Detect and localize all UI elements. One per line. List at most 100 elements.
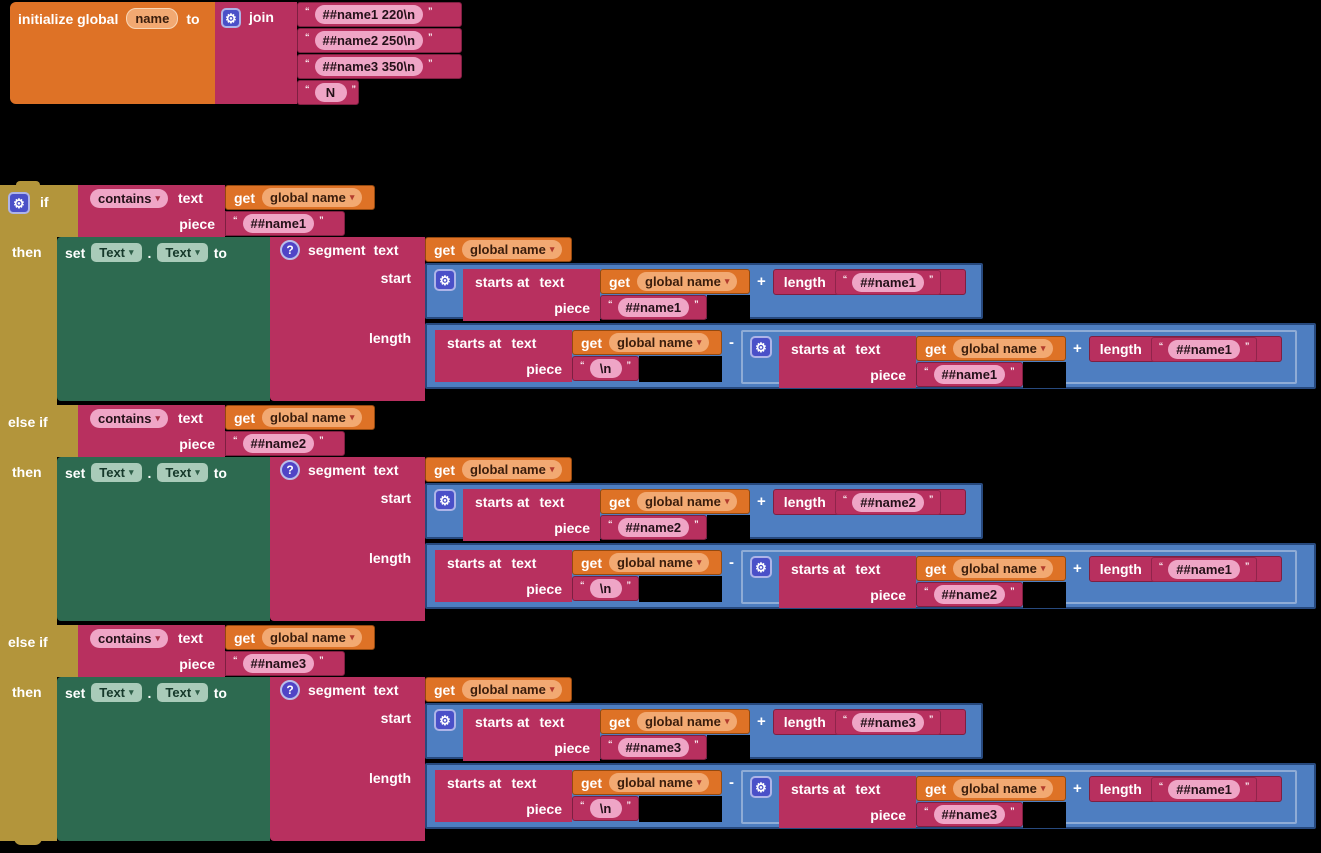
text-string-block[interactable]: “ ##name1 220\n ” (297, 2, 462, 27)
text-string-block[interactable]: “ ##name3 ” (600, 735, 707, 760)
text-field[interactable]: ##name2 (617, 518, 690, 537)
variable-dropdown[interactable]: global name▾ (262, 628, 363, 647)
variable-dropdown[interactable]: global name▾ (262, 188, 363, 207)
starts-at-block[interactable]: starts at text get global name▾ (779, 556, 1066, 608)
variable-dropdown[interactable]: global name▾ (953, 339, 1054, 358)
text-string-block[interactable]: “ ##name1 ” (600, 295, 707, 320)
if-else-block[interactable]: ⚙ if contains▾ text get global name▾ (0, 181, 1316, 845)
help-icon[interactable]: ? (280, 240, 300, 260)
text-field[interactable]: \n (589, 359, 622, 378)
join-block[interactable]: ⚙ join (215, 2, 297, 104)
get-variable-block[interactable]: get global name▾ (916, 336, 1066, 361)
text-field[interactable]: ##name1 (242, 214, 315, 233)
text-string-block[interactable]: “ ##name2 ” (600, 515, 707, 540)
text-string-block[interactable]: “ ##name1 ” (1150, 336, 1258, 362)
variable-dropdown[interactable]: global name▾ (637, 492, 738, 511)
set-property-block[interactable]: set Text▾ . Text▾ to (57, 677, 270, 841)
mutator-gear-icon[interactable]: ⚙ (221, 8, 241, 28)
text-string-block[interactable]: “ ##name1 ” (834, 269, 942, 295)
text-string-block[interactable]: “ ##name1 ” (1150, 776, 1258, 802)
variable-dropdown[interactable]: global name▾ (637, 272, 738, 291)
variable-dropdown[interactable]: global name▾ (609, 333, 710, 352)
mutator-gear-icon2[interactable]: ⚙ (750, 336, 772, 358)
minus-block[interactable]: starts at text get global name▾ (425, 543, 1316, 609)
text-string-block[interactable]: “ ##name3 ” (834, 709, 942, 735)
text-field[interactable]: ##name3 (242, 654, 315, 673)
starts-at-block[interactable]: starts at text get global name▾ (463, 269, 750, 321)
contains-block[interactable]: contains▾ text get global name▾ piece (78, 405, 375, 457)
variable-dropdown[interactable]: global name▾ (462, 680, 563, 699)
if-keyword-cell[interactable]: else if (0, 625, 78, 677)
component-dropdown[interactable]: Text▾ (91, 243, 142, 262)
get-variable-block[interactable]: get global name▾ (225, 405, 375, 430)
segment-block[interactable]: ? segment text get global name▾ start (270, 677, 1316, 841)
minus-block[interactable]: starts at text get global name▾ (425, 763, 1316, 829)
mutator-gear-icon[interactable]: ⚙ (8, 192, 30, 214)
text-string-block[interactable]: “ ##name1 ” (916, 362, 1023, 387)
text-string-block[interactable]: “ ##name1 ” (225, 211, 345, 236)
text-field[interactable]: ##name1 (1168, 779, 1240, 799)
string-op-dropdown[interactable]: contains▾ (90, 408, 168, 428)
text-string-block[interactable]: “ \n ” (572, 796, 639, 821)
segment-block[interactable]: ? segment text get global name▾ start (270, 237, 1316, 401)
text-field[interactable]: ##name1 (933, 365, 1006, 384)
string-op-dropdown[interactable]: contains▾ (90, 188, 168, 208)
text-field[interactable]: ##name1 (617, 298, 690, 317)
starts-at-block[interactable]: starts at text get global name▾ (435, 550, 722, 602)
help-icon[interactable]: ? (280, 680, 300, 700)
get-variable-block[interactable]: get global name▾ (600, 489, 750, 514)
variable-dropdown[interactable]: global name▾ (609, 773, 710, 792)
variable-dropdown[interactable]: global name▾ (637, 712, 738, 731)
get-variable-block[interactable]: get global name▾ (572, 330, 722, 355)
text-string-block[interactable]: “ ##name1 ” (1150, 556, 1258, 582)
text-string-block[interactable]: “ \n ” (572, 356, 639, 381)
plus-block[interactable]: ⚙ starts at text get global (425, 263, 983, 321)
text-string-block[interactable]: “ ##name3 350\n ” (297, 54, 462, 79)
starts-at-block[interactable]: starts at text get global name▾ (463, 709, 750, 761)
text-field[interactable]: \n (589, 579, 622, 598)
text-field[interactable]: ##name3 (852, 712, 924, 732)
length-block[interactable]: length “ ##name2 ” (772, 489, 966, 515)
mutator-gear-icon2[interactable]: ⚙ (750, 776, 772, 798)
get-variable-block[interactable]: get global name▾ (572, 550, 722, 575)
initialize-global-block[interactable]: initialize global name to ⚙ join “ ##nam… (10, 2, 462, 105)
text-field[interactable]: ##name2 (242, 434, 315, 453)
plus-block[interactable]: ⚙ starts at text get (741, 770, 1297, 828)
text-field[interactable]: ##name3 (933, 805, 1006, 824)
variable-dropdown[interactable]: global name▾ (462, 460, 563, 479)
plus-block[interactable]: ⚙ starts at text get (741, 550, 1297, 608)
text-string-block[interactable]: “ N ” (297, 80, 359, 105)
text-field[interactable]: ##name3 (617, 738, 690, 757)
initialize-global-body[interactable]: initialize global name to (10, 2, 215, 104)
contains-block[interactable]: contains▾ text get global name▾ piece (78, 185, 375, 237)
length-block[interactable]: length “ ##name1 ” (1088, 336, 1282, 362)
length-block[interactable]: length “ ##name1 ” (772, 269, 966, 295)
length-block[interactable]: length “ ##name1 ” (1088, 556, 1282, 582)
variable-dropdown[interactable]: global name▾ (953, 779, 1054, 798)
property-dropdown[interactable]: Text▾ (157, 683, 208, 702)
plus-block[interactable]: ⚙ starts at text get global (425, 703, 983, 761)
starts-at-block[interactable]: starts at text get global name▾ (435, 770, 722, 822)
get-variable-block[interactable]: get global name▾ (916, 776, 1066, 801)
text-field[interactable]: N (314, 83, 347, 102)
get-variable-block[interactable]: get global name▾ (425, 457, 572, 482)
text-string-block[interactable]: “ ##name2 ” (225, 431, 345, 456)
get-variable-block[interactable]: get global name▾ (225, 625, 375, 650)
get-variable-block[interactable]: get global name▾ (916, 556, 1066, 581)
help-icon[interactable]: ? (280, 460, 300, 480)
component-dropdown[interactable]: Text▾ (91, 463, 142, 482)
get-variable-block[interactable]: get global name▾ (572, 770, 722, 795)
text-field[interactable]: ##name2 (852, 492, 924, 512)
variable-dropdown[interactable]: global name▾ (609, 553, 710, 572)
set-property-block[interactable]: set Text▾ . Text▾ to (57, 457, 270, 621)
plus-block[interactable]: ⚙ starts at text get global (425, 483, 983, 541)
set-property-block[interactable]: set Text▾ . Text▾ to (57, 237, 270, 401)
string-op-dropdown[interactable]: contains▾ (90, 628, 168, 648)
mutator-gear-icon2[interactable]: ⚙ (434, 269, 456, 291)
property-dropdown[interactable]: Text▾ (157, 243, 208, 262)
text-field[interactable]: ##name1 220\n (314, 5, 424, 24)
length-block[interactable]: length “ ##name1 ” (1088, 776, 1282, 802)
get-variable-block[interactable]: get global name▾ (600, 269, 750, 294)
text-string-block[interactable]: “ ##name2 250\n ” (297, 28, 462, 53)
